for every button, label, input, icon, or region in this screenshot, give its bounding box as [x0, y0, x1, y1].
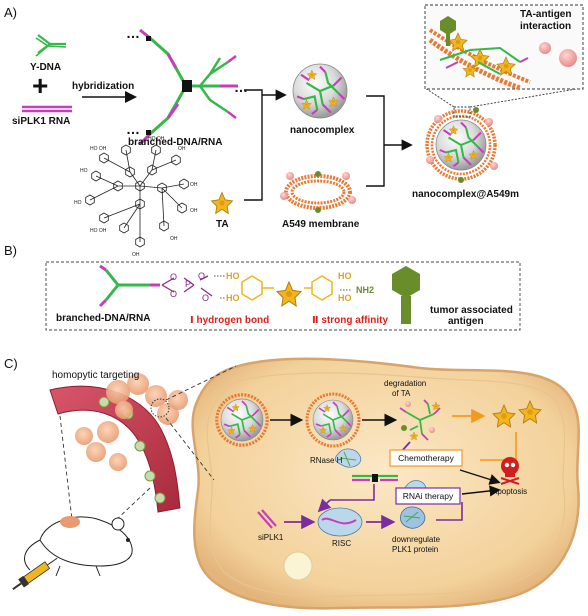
- b-nh2: NH2: [356, 285, 375, 295]
- strong-affinity-label: Ⅱ strong affinity: [312, 315, 389, 326]
- b-o-4: O: [202, 293, 210, 303]
- b-ho-4: HO: [338, 293, 352, 303]
- inset-title-2: interaction: [520, 21, 572, 32]
- svg-text:OH: OH: [170, 236, 178, 242]
- svg-text:OH: OH: [190, 182, 198, 188]
- degraded-nanocomplex: [399, 399, 441, 441]
- downregulate-label-1: downregulate: [392, 535, 441, 544]
- downregulate-label-2: PLK1 protein: [392, 545, 439, 554]
- b-o-2: O: [170, 289, 178, 299]
- arrow-siplk1: [317, 498, 332, 513]
- cleaved-duplex: [352, 474, 398, 482]
- dots-top: …: [126, 25, 140, 41]
- ta-label: TA: [216, 219, 229, 230]
- plus-sign: +: [32, 70, 49, 101]
- catechol-ring-left: [241, 275, 274, 301]
- nanocomplex-a549m-label: nanocomplex@A549m: [412, 189, 520, 200]
- ta-star-icon: [210, 191, 234, 215]
- y-dna-label: Y-DNA: [30, 62, 62, 73]
- zoom-lines: [59, 365, 237, 521]
- panel-b-branched-icon: [98, 264, 160, 308]
- ta-antigen-inset: [424, 4, 584, 91]
- b-branched-label: branched-DNA/RNA: [56, 313, 151, 324]
- arrow-to-apoptosis-2: [461, 485, 501, 497]
- merge-bracket-2: [366, 95, 413, 187]
- inset-title-1: TA-antigen: [520, 9, 572, 20]
- risc-label: RISC: [332, 539, 352, 548]
- nanocomplex-a549m-particle: [424, 87, 583, 183]
- siplk1-label: siPLK1 RNA: [12, 116, 71, 127]
- y-dna-structure: [35, 34, 67, 57]
- branched-dna-rna: [138, 28, 238, 146]
- mouse-illustration: [24, 516, 133, 577]
- b-o-3: O: [198, 271, 206, 281]
- a549-label: A549 membrane: [282, 219, 360, 230]
- dots-right: …: [234, 79, 248, 95]
- tumor-cell-body: [191, 357, 581, 610]
- panel-label-b: B): [4, 243, 17, 258]
- chemotherapy-label: Chemotherapy: [391, 451, 461, 465]
- hydrogen-bond-dots: [214, 275, 226, 299]
- degradation-label-1: degradation: [384, 379, 427, 388]
- tannic-acid-structure: HO OH HO HO HO OH OH OH OH OH OH HO OH: [74, 136, 198, 258]
- hybridization-label: hybridization: [72, 81, 135, 92]
- tumor-antigen-icon: [392, 266, 420, 324]
- tumor-cluster: [75, 373, 188, 471]
- nanocomplex-particle: [293, 64, 347, 118]
- endosome-particle: [305, 392, 361, 448]
- svg-text:OH: OH: [132, 252, 140, 258]
- svg-text:HO OH: HO OH: [90, 228, 107, 234]
- rnase-label: RNase H: [310, 456, 343, 465]
- lysosome-vesicle: [283, 551, 313, 581]
- rnase-h-enzyme: [334, 448, 362, 468]
- skull-icon: [500, 457, 520, 485]
- panel-label-a: A): [4, 5, 17, 20]
- b-p: P: [185, 279, 192, 289]
- apoptosis-label: Apoptosis: [492, 487, 528, 496]
- siplk1-duplex-c: [257, 509, 277, 529]
- cell-entry-particle: [215, 393, 269, 447]
- dots-bottom: …: [126, 121, 140, 137]
- siplk1-c-label: siPLK1: [258, 533, 284, 542]
- rnai-label: RNAi therapy: [397, 489, 459, 503]
- siplk1-rna-strands: [22, 105, 72, 113]
- svg-text:OH: OH: [190, 208, 198, 214]
- b-o-1: O: [170, 272, 178, 282]
- plk1-protein-icon: [400, 506, 426, 529]
- a549-membrane: [280, 171, 356, 213]
- phosphate-group: [161, 275, 213, 297]
- b-ho-3: HO: [338, 271, 352, 281]
- rnai-line: [436, 502, 463, 521]
- svg-text:HO OH: HO OH: [90, 146, 107, 152]
- catechol-ring-right: [304, 275, 333, 301]
- cell-inner-membrane: [206, 372, 566, 597]
- b-ho-2: HO: [226, 293, 240, 303]
- merge-bracket: [244, 89, 287, 201]
- panel-label-c: C): [4, 356, 18, 371]
- degradation-label-2: of TA: [392, 389, 411, 398]
- svg-text:HO: HO: [80, 168, 88, 174]
- tumor-label-1: tumor associated: [430, 305, 513, 316]
- b-ho-1: HO: [226, 271, 240, 281]
- nanocomplex-label: nanocomplex: [290, 125, 355, 136]
- syringe-icon: [12, 557, 58, 590]
- path-to-siplk1: [330, 484, 375, 501]
- blood-vessel: [49, 385, 181, 513]
- arrow-to-apoptosis-1: [459, 469, 501, 485]
- svg-text:OH: OH: [178, 146, 186, 152]
- hydrogen-bond-label: Ⅰ hydrogen bond: [190, 315, 270, 326]
- svg-text:HO: HO: [74, 200, 82, 206]
- risc-complex: [317, 507, 363, 537]
- svg-text:HO OH: HO OH: [148, 136, 165, 142]
- homopytic-label: homopytic targeting: [52, 370, 140, 381]
- branched-label: branched-DNA/RNA: [128, 137, 223, 148]
- tumor-label-2: antigen: [448, 316, 484, 327]
